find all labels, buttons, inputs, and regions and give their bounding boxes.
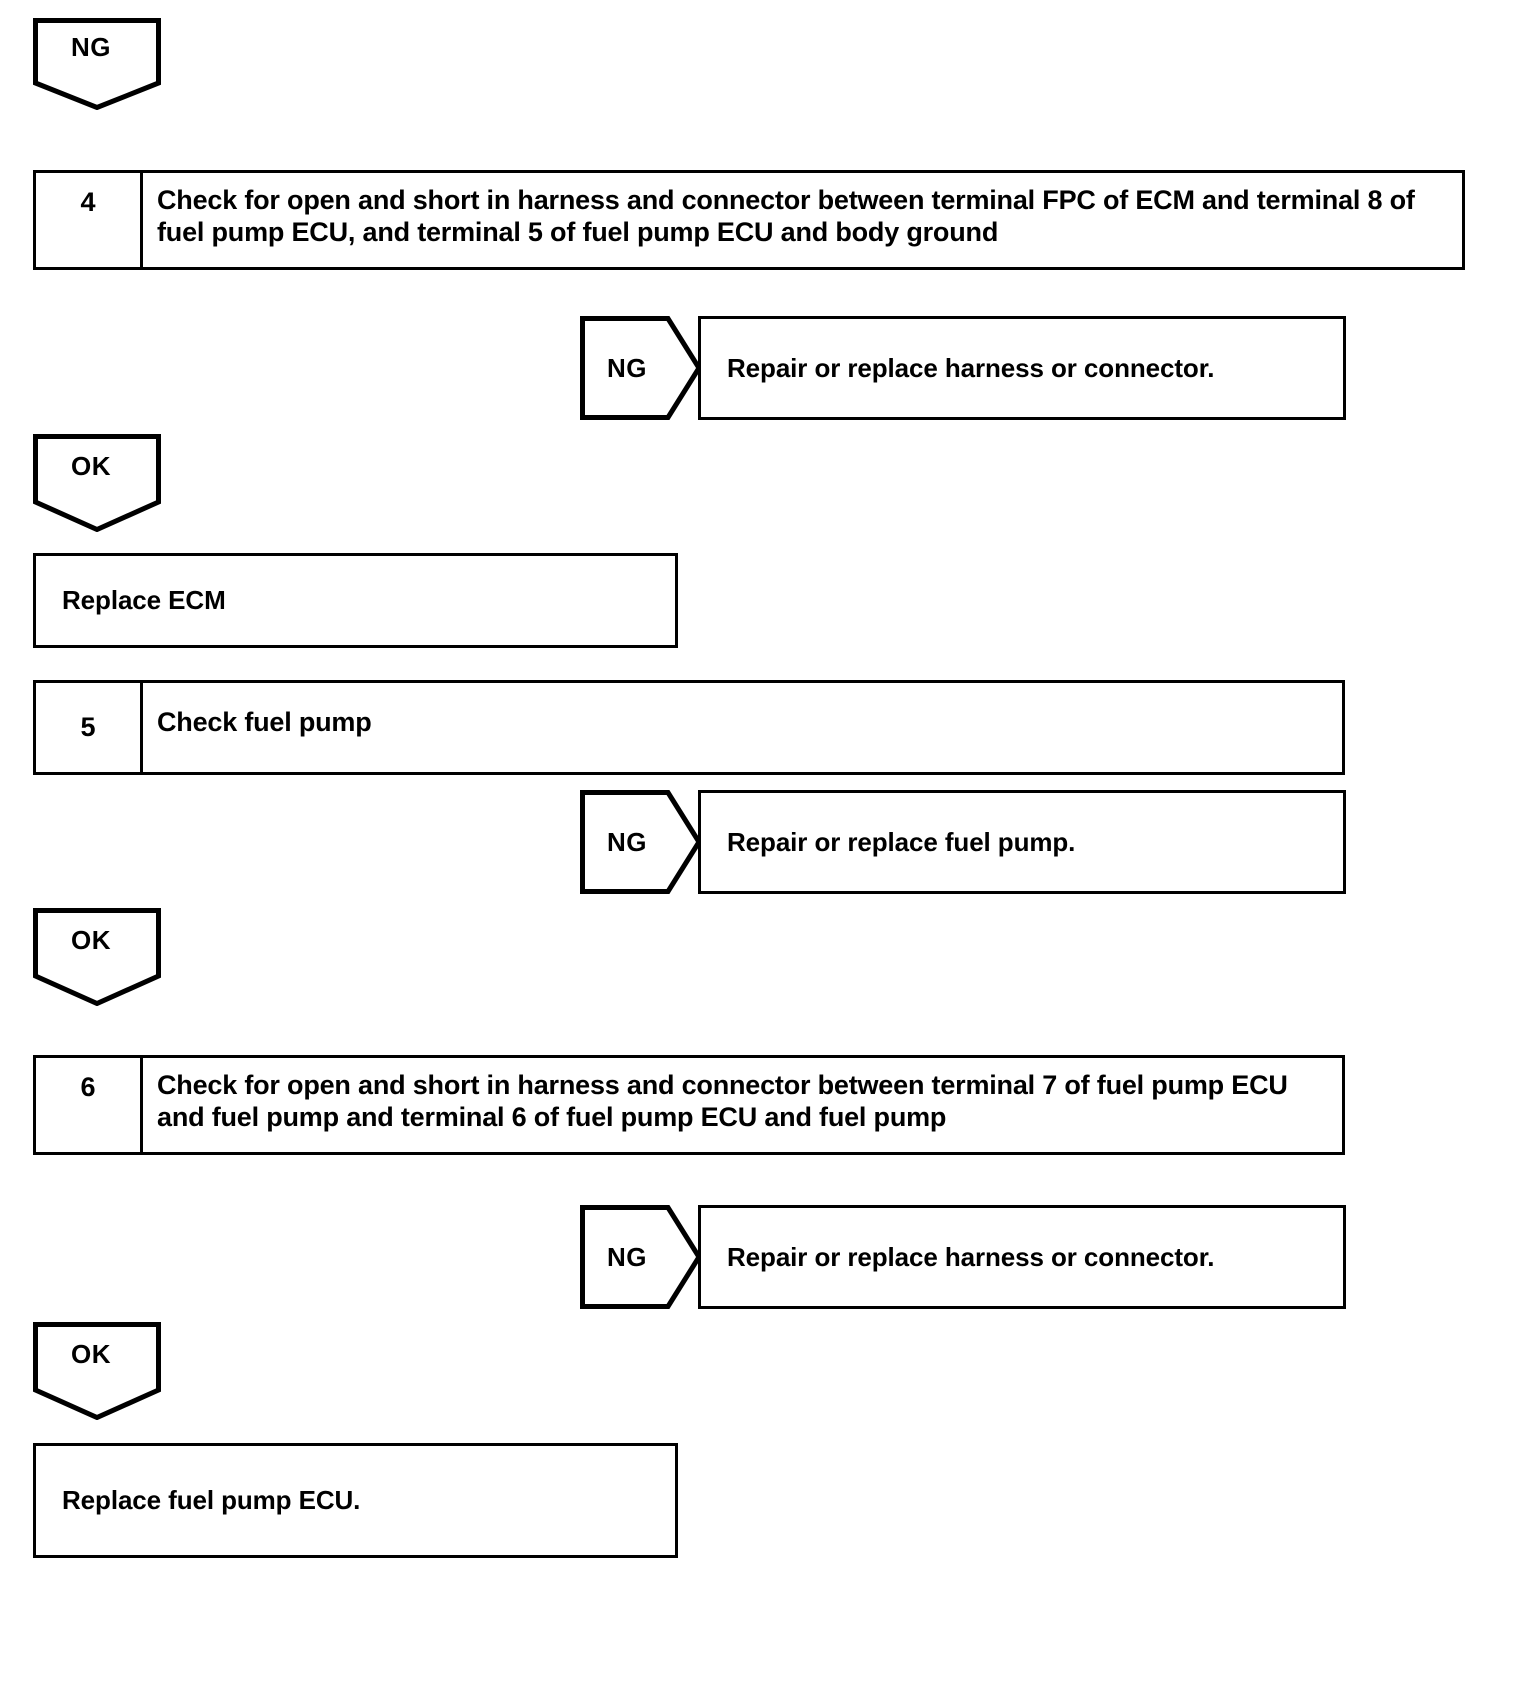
step-number-5: 5 [36,683,143,772]
branch-ng-after-step-5: NG [580,790,702,894]
branch-box-repair-harness-2: Repair or replace harness or connector. [698,1205,1346,1309]
connector-ok-after-step-6: OK [33,1322,161,1420]
step-row-5: 5 Check fuel pump [33,680,1345,775]
connector-ok-after-step-5-label: OK [71,925,111,955]
result-box-replace-ecm-text: Replace ECM [62,585,226,615]
step-row-6: 6 Check for open and short in harness an… [33,1055,1345,1155]
step-text-6: Check for open and short in harness and … [157,1070,1288,1132]
result-box-replace-fuel-pump-ecu: Replace fuel pump ECU. [33,1443,678,1558]
step-number-4: 4 [36,173,143,267]
branch-box-repair-harness-2-text: Repair or replace harness or connector. [727,1241,1215,1272]
connector-ok-after-step-4: OK [33,434,161,532]
branch-ng-after-step-6: NG [580,1205,702,1309]
result-box-replace-ecm: Replace ECM [33,553,678,648]
connector-ok-after-step-4-label: OK [71,451,111,481]
connector-ok-after-step-6-label: OK [71,1339,111,1369]
branch-box-repair-harness-1: Repair or replace harness or connector. [698,316,1346,420]
step-number-6: 6 [36,1058,143,1152]
step-row-4: 4 Check for open and short in harness an… [33,170,1465,270]
connector-ok-after-step-5: OK [33,908,161,1006]
branch-ng-after-step-5-label: NG [607,827,647,857]
branch-box-repair-harness-1-text: Repair or replace harness or connector. [727,352,1215,383]
branch-box-repair-fuel-pump-text: Repair or replace fuel pump. [727,826,1076,857]
step-text-4: Check for open and short in harness and … [157,185,1415,247]
branch-ng-after-step-4-label: NG [607,353,647,383]
branch-ng-after-step-4: NG [580,316,702,420]
result-box-replace-fuel-pump-ecu-text: Replace fuel pump ECU. [62,1485,361,1515]
branch-box-repair-fuel-pump: Repair or replace fuel pump. [698,790,1346,894]
branch-ng-after-step-6-label: NG [607,1242,647,1272]
step-text-5: Check fuel pump [157,706,372,737]
connector-ng-top-label: NG [71,32,111,62]
connector-ng-top: NG [33,18,161,110]
